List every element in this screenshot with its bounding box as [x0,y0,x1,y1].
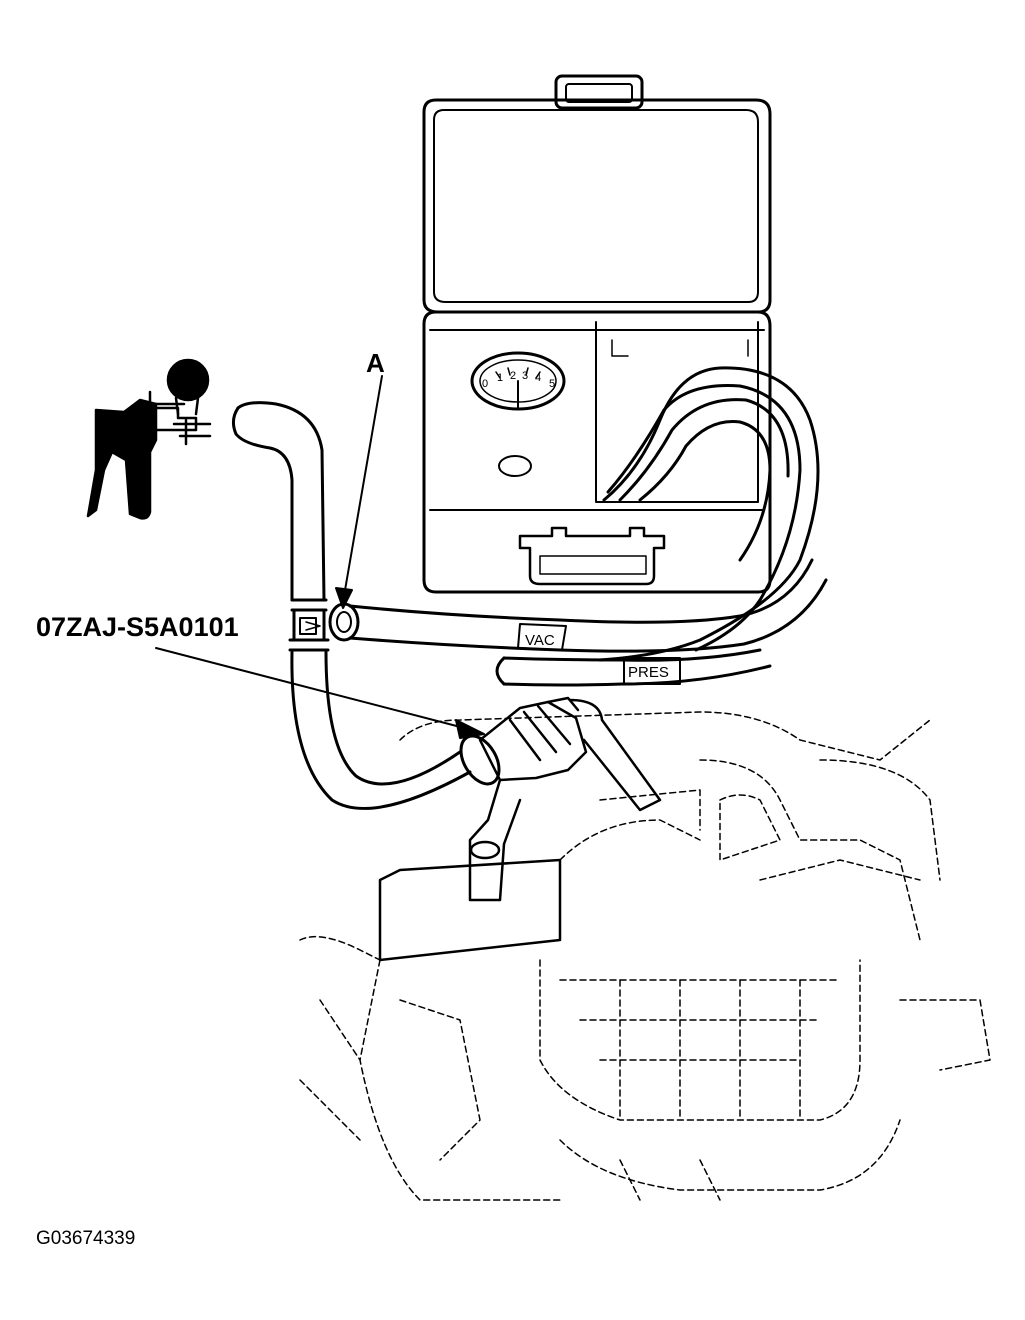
hand-vacuum-pump [86,358,212,520]
engine-fitting [468,696,662,902]
part-number-label: 07ZAJ-S5A0101 [36,612,239,642]
gauge-dial [470,351,566,411]
gauge-numeral: 1 [497,372,503,384]
figure-id: G03674339 [36,1228,136,1249]
gauge-scale: 0 1 2 3 4 5 [482,370,555,390]
vac-hose-tag: VAC [525,632,555,649]
callout-arrow-part [155,647,485,739]
callout-label-a: A [366,348,385,378]
pump-hose [231,401,330,652]
gauge-numeral: 5 [549,378,555,390]
coiled-hoses [598,366,820,662]
gauge-numeral: 3 [522,370,528,382]
gauge-numeral: 4 [535,372,541,384]
callout-arrow-a [335,375,383,609]
pres-hose [495,648,772,687]
engine-hose [290,650,501,810]
tester-case-lid [422,74,772,314]
tester-case-base [422,310,772,594]
pres-hose-tag: PRES [628,664,669,681]
gauge-numeral: 0 [482,378,488,390]
engine-block [299,711,991,1201]
gauge-numeral: 2 [510,370,516,382]
